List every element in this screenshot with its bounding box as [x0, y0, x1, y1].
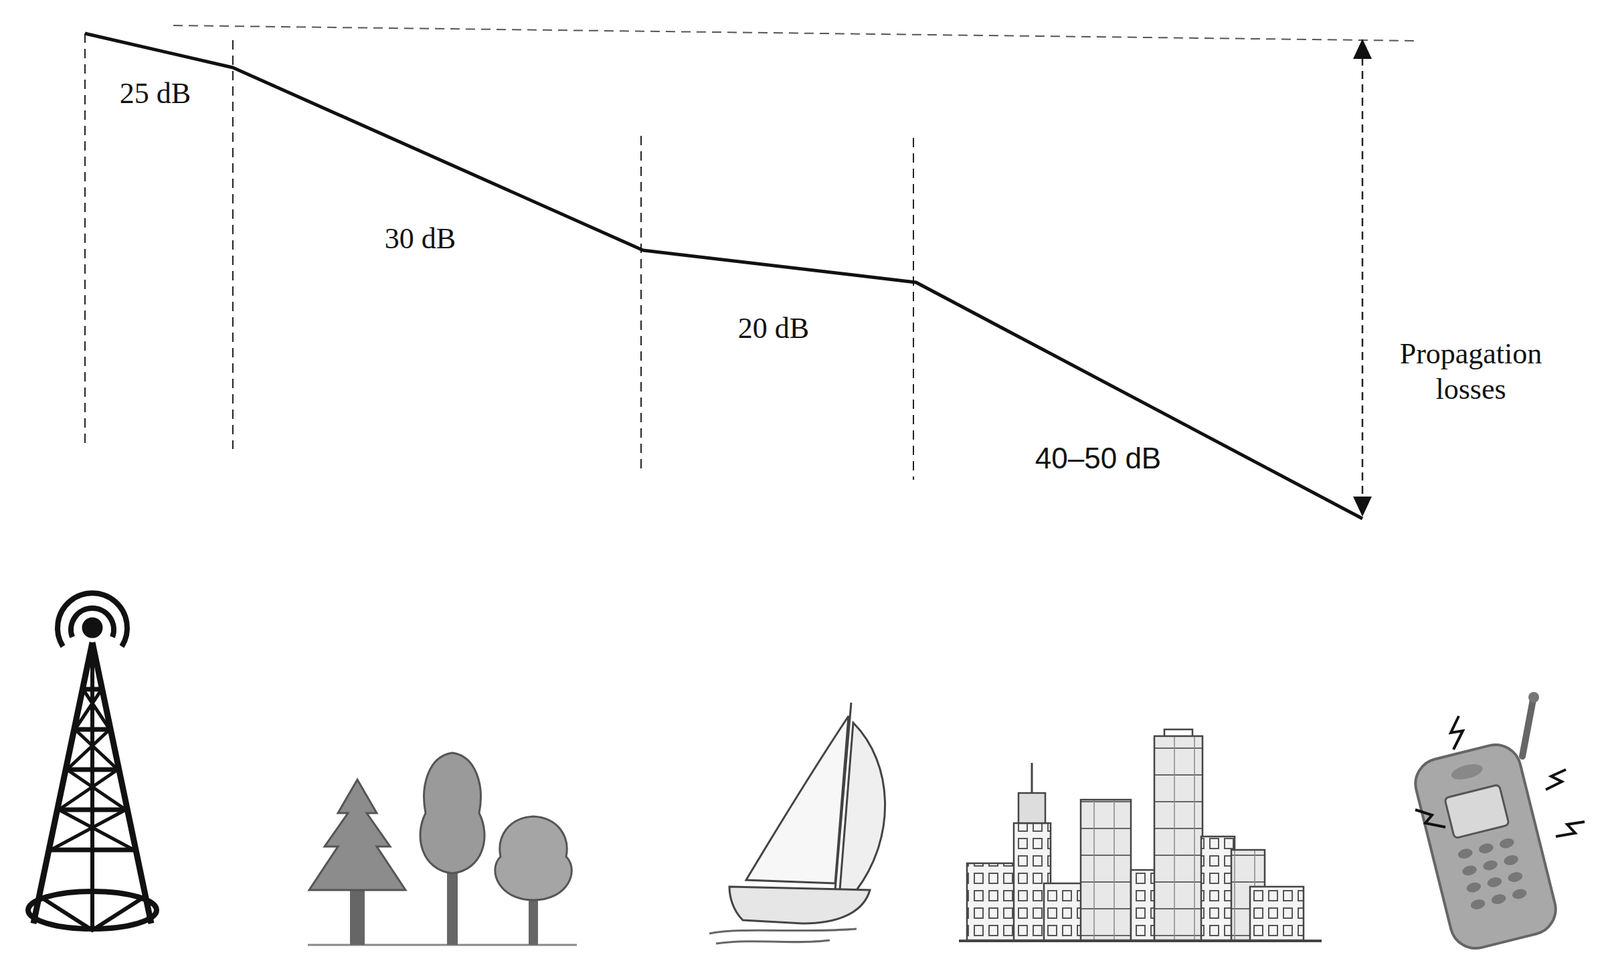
loss-value: 25 dB	[117, 76, 194, 112]
trees-icon	[307, 752, 577, 945]
sailboat-icon	[709, 702, 886, 944]
loss-arrow	[1361, 44, 1364, 512]
loss-value: 40–50 dB	[1032, 440, 1164, 477]
axis-label: Propagation losses	[1381, 336, 1561, 408]
phone-icon	[1409, 691, 1585, 954]
loss-curve	[84, 33, 1363, 519]
segment-separators	[84, 33, 914, 480]
loss-value: 20 dB	[735, 311, 812, 347]
reference-line	[173, 25, 1419, 41]
city-icon	[958, 729, 1322, 941]
tower-icon	[28, 592, 157, 931]
loss-value: 30 dB	[382, 221, 459, 257]
